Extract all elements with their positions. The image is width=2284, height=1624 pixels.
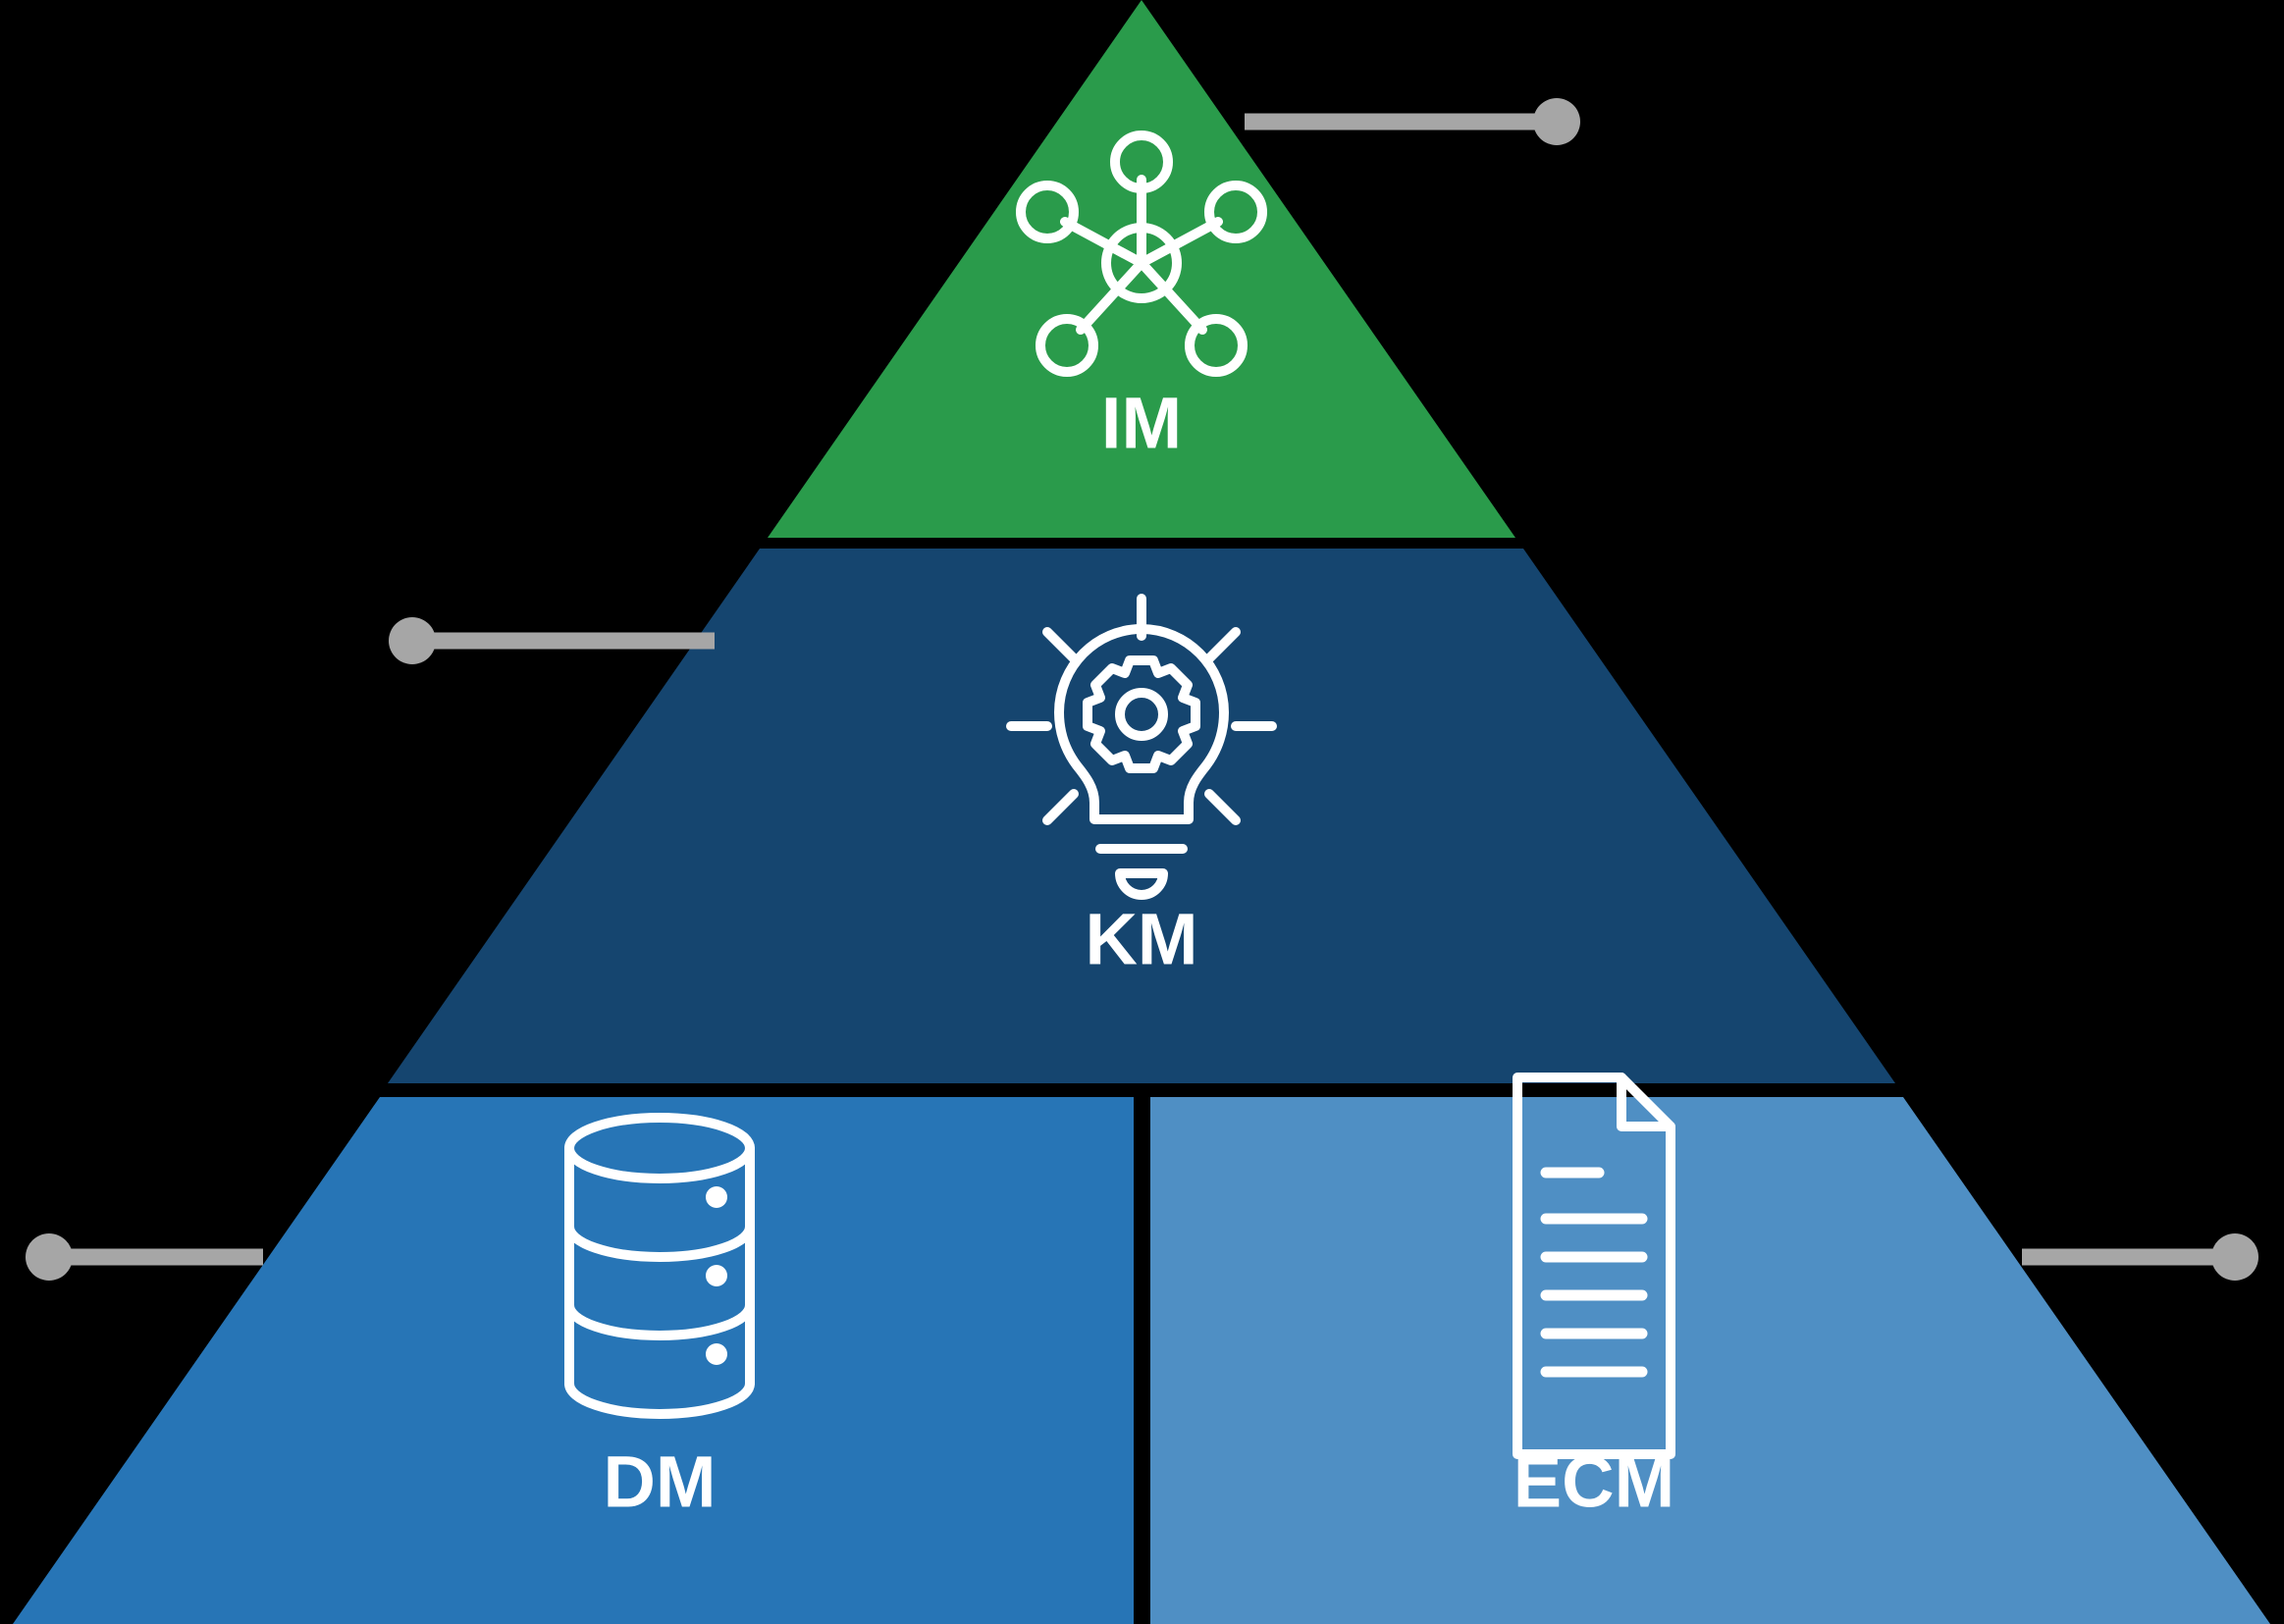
tier-ecm-shape[interactable] <box>1150 1097 2270 1624</box>
tier-dm[interactable]: DM <box>13 1097 1134 1624</box>
connector-ecm-dot[interactable] <box>2211 1233 2258 1281</box>
connector-km[interactable] <box>389 617 715 664</box>
database-cylinder-icon <box>564 1113 755 1419</box>
connector-im-dot[interactable] <box>1533 98 1580 145</box>
network-hub-icon <box>1016 131 1267 377</box>
tier-dm-label: DM <box>603 1441 716 1523</box>
document-page-icon <box>1513 1073 1675 1459</box>
connector-dm-dot[interactable] <box>26 1233 73 1281</box>
connector-im[interactable] <box>1245 98 1580 145</box>
tier-im[interactable]: IM <box>768 0 1515 538</box>
connector-ecm[interactable] <box>2022 1233 2258 1281</box>
connector-dm[interactable] <box>26 1233 263 1281</box>
lightbulb-gear-icon <box>1006 594 1277 900</box>
tier-km[interactable]: KM <box>388 549 1895 1083</box>
tier-km-label: KM <box>1085 899 1197 980</box>
tier-im-label: IM <box>1101 383 1182 464</box>
tier-ecm[interactable]: ECM <box>1150 1073 2270 1624</box>
connector-km-dot[interactable] <box>389 617 436 664</box>
tier-ecm-label: ECM <box>1514 1441 1674 1523</box>
